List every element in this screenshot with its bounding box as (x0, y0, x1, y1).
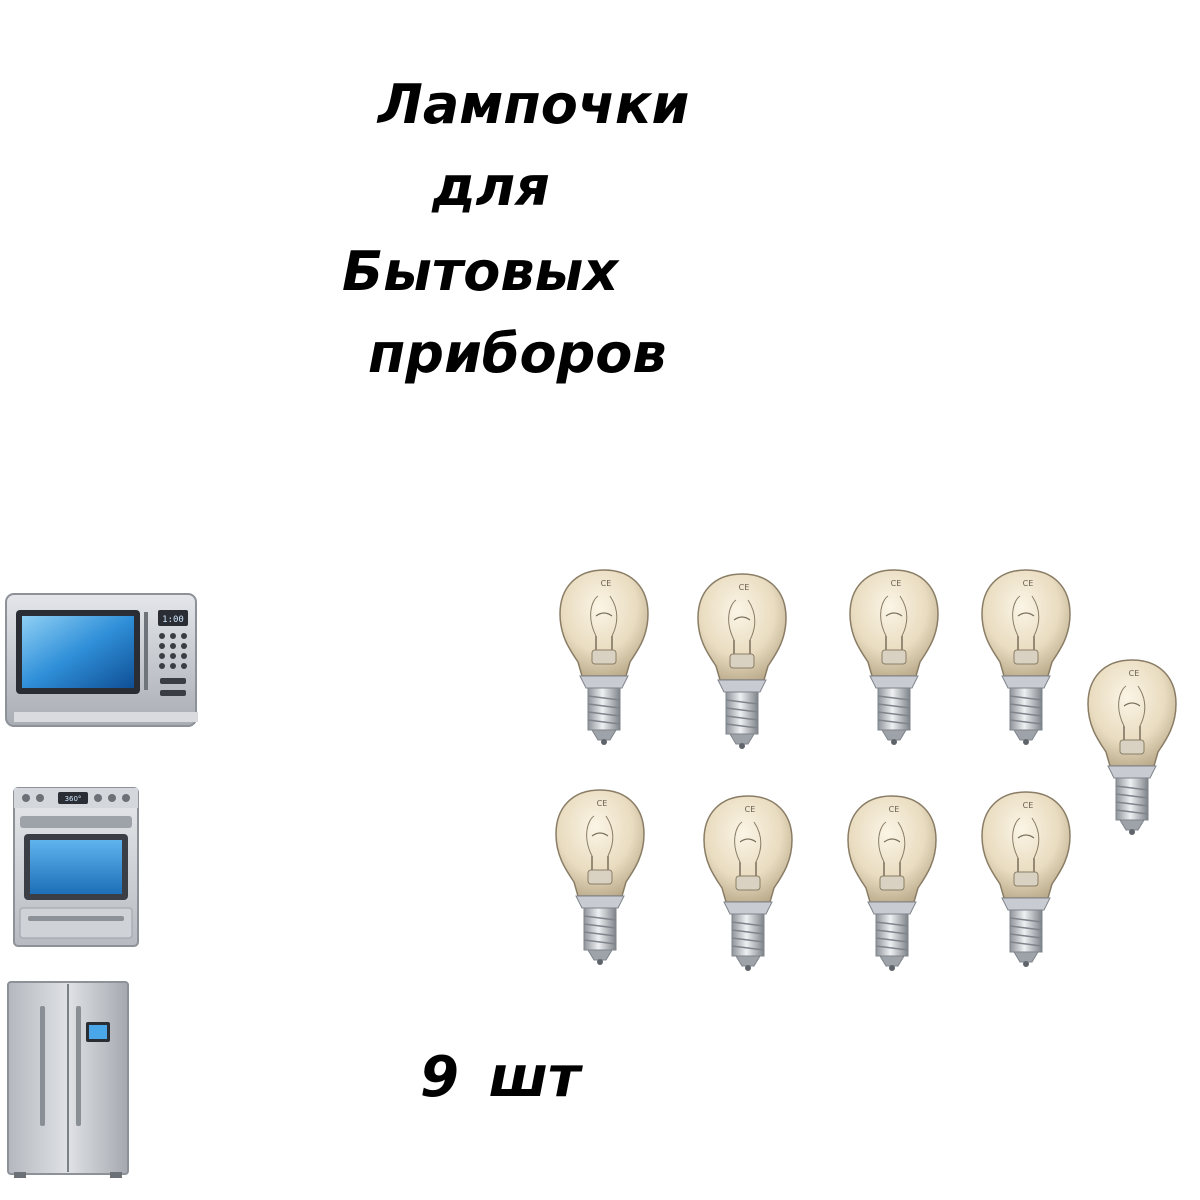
light-bulb (978, 566, 1074, 746)
light-bulb (552, 786, 648, 966)
oven-icon: 360° (13, 787, 139, 947)
title-line-2: для (432, 155, 550, 218)
light-bulb (844, 792, 940, 972)
light-bulb (694, 570, 790, 750)
title-line-4: приборов (368, 322, 667, 385)
title-line-3: Бытовых (342, 240, 619, 303)
microwave-icon: 1:00 (5, 593, 198, 727)
refrigerator-icon (7, 981, 129, 1178)
svg-text:360°: 360° (65, 795, 82, 803)
light-bulb (700, 792, 796, 972)
title-line-1: Лампочки (378, 73, 690, 136)
svg-text:1:00: 1:00 (162, 615, 184, 625)
light-bulb (846, 566, 942, 746)
light-bulb (1084, 656, 1180, 836)
light-bulb (556, 566, 652, 746)
light-bulb (978, 788, 1074, 968)
quantity-label: 9 шт (420, 1045, 581, 1110)
